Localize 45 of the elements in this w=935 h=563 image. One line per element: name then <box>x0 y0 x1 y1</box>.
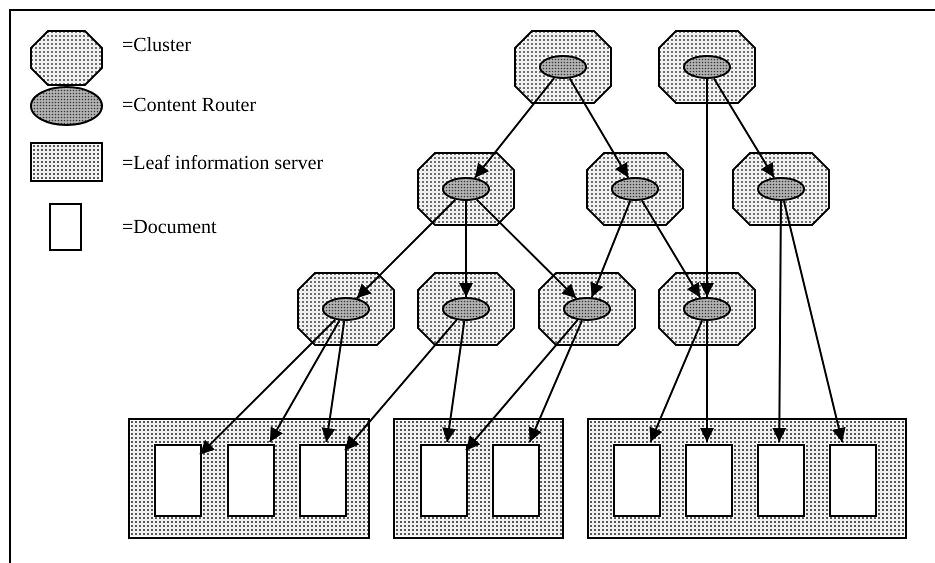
document-box <box>154 444 202 517</box>
leaf-server-box <box>393 418 564 539</box>
arrow <box>700 321 714 442</box>
content-router-ellipse <box>442 177 490 201</box>
content-router-ellipse <box>611 177 659 201</box>
arrow <box>700 79 714 297</box>
arrow <box>322 320 346 442</box>
legend-label: =Leaf information server <box>122 152 324 174</box>
arrow <box>590 200 632 298</box>
legend-label: =Content Router <box>122 94 256 116</box>
arrow <box>650 320 703 442</box>
arrow <box>568 78 630 178</box>
content-router-ellipse <box>683 297 731 321</box>
content-router-ellipse <box>442 297 490 321</box>
document-box <box>613 444 661 517</box>
arrow <box>344 319 458 452</box>
content-router-ellipse <box>322 297 370 321</box>
content-router-ellipse <box>683 55 731 79</box>
leaf-server-box <box>587 418 907 539</box>
arrow <box>356 199 456 299</box>
content-router-ellipse <box>539 55 587 79</box>
document-box <box>492 444 540 517</box>
content-router-ellipse <box>757 177 805 201</box>
arrow <box>474 78 555 178</box>
arrow <box>772 201 786 442</box>
arrow <box>713 78 775 178</box>
content-router-ellipse <box>563 297 611 321</box>
arrow <box>476 199 577 299</box>
arrow <box>641 200 701 298</box>
arrow <box>269 320 340 442</box>
arrow <box>459 201 473 297</box>
document-box <box>829 444 877 517</box>
arrow <box>528 320 583 442</box>
document-box <box>757 444 805 517</box>
arrow <box>782 200 846 442</box>
document-box <box>299 444 347 517</box>
leaf-server-box <box>128 418 370 539</box>
document-box <box>420 444 468 517</box>
document-box <box>227 444 275 517</box>
legend-label: =Cluster <box>122 34 192 56</box>
arrow <box>442 320 466 442</box>
legend-label: =Document <box>122 216 217 238</box>
document-box <box>685 444 733 517</box>
arrow <box>199 319 336 456</box>
arrow <box>465 319 578 452</box>
